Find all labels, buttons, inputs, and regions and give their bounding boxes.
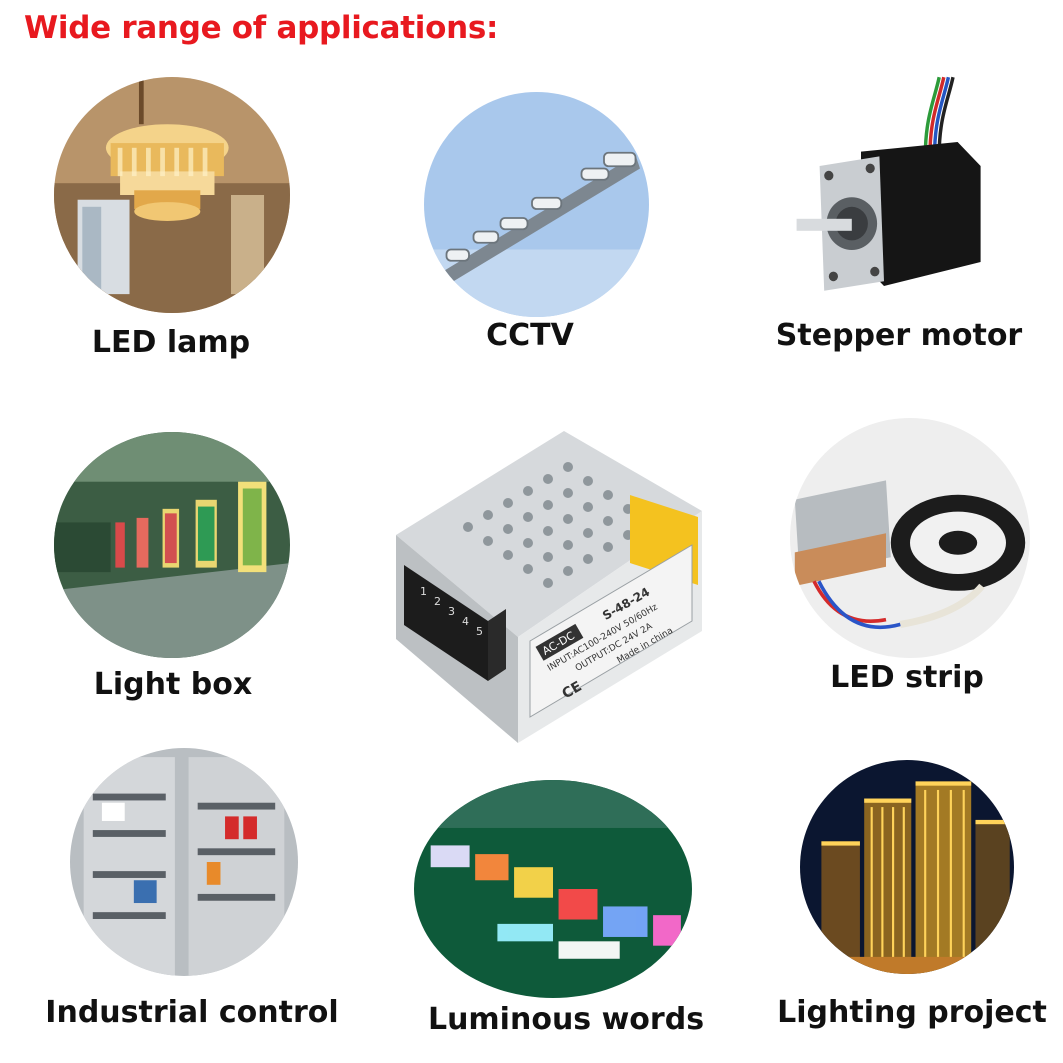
- terminal-3: 3: [448, 605, 455, 618]
- caption-light-box: Light box: [93, 667, 253, 702]
- caption-cctv: CCTV: [486, 318, 574, 353]
- caption-stepper-motor: Stepper motor: [775, 318, 1023, 353]
- lighting-project-photo: [800, 760, 1014, 974]
- page-heading: Wide range of applications:: [24, 10, 499, 46]
- security-camera-icon: [424, 92, 649, 317]
- led-lamp-photo: [54, 77, 290, 313]
- stepper-motor-photo: [792, 70, 1022, 310]
- caption-lighting-project: Lighting project: [777, 995, 1047, 1030]
- caption-industrial-control: Industrial control: [45, 995, 339, 1030]
- stepper-motor-icon: [792, 70, 1022, 310]
- terminal-2: 2: [434, 595, 441, 608]
- caption-led-lamp: LED lamp: [91, 325, 251, 360]
- led-strip-photo: [790, 418, 1030, 658]
- luminous-sign-icon: [414, 780, 692, 998]
- control-cabinet-icon: [70, 748, 298, 976]
- light-box-icon: [54, 432, 290, 658]
- terminal-4: 4: [462, 615, 469, 628]
- light-box-photo: [54, 432, 290, 658]
- power-supply-photo: AC-DC S-48-24 INPUT:AC100-240V 50/60Hz O…: [368, 425, 720, 743]
- lit-building-icon: [800, 760, 1014, 974]
- terminal-1: 1: [420, 585, 427, 598]
- caption-led-strip: LED strip: [830, 660, 984, 695]
- caption-luminous-words: Luminous words: [427, 1002, 705, 1037]
- industrial-control-photo: [70, 748, 298, 976]
- cctv-photo: [424, 92, 649, 317]
- led-strip-icon: [790, 418, 1030, 658]
- terminal-5: 5: [476, 625, 483, 638]
- power-supply-icon: AC-DC S-48-24 INPUT:AC100-240V 50/60Hz O…: [368, 425, 720, 743]
- chandelier-icon: [54, 77, 290, 313]
- luminous-words-photo: [414, 780, 692, 998]
